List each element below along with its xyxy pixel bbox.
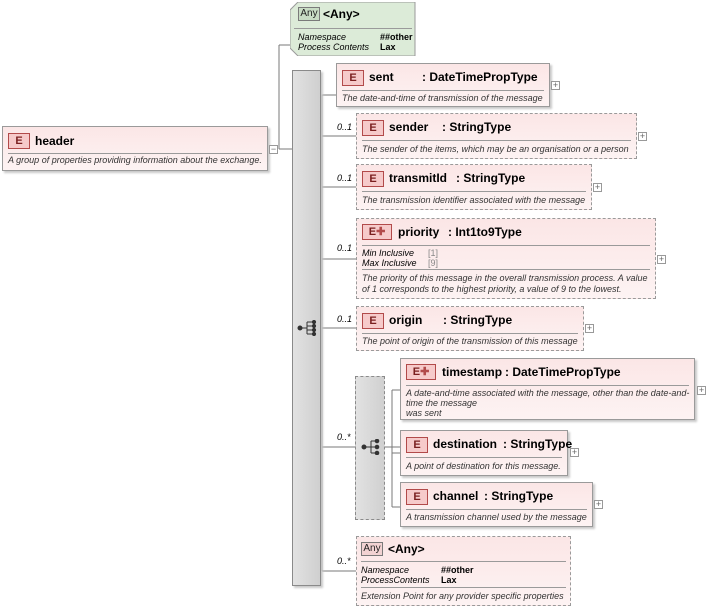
any-badge: Any bbox=[361, 542, 383, 556]
element-name: channel bbox=[433, 489, 479, 503]
cardinality: 0..1 bbox=[337, 122, 353, 132]
element-name: header bbox=[35, 134, 75, 148]
divider bbox=[294, 28, 412, 29]
expand-toggle[interactable]: + bbox=[570, 447, 579, 457]
element-type: : StringType bbox=[442, 120, 512, 134]
sequence-icon bbox=[297, 320, 317, 336]
priority-element[interactable]: E✚ priority : Int1to9Type Min Inclusive … bbox=[356, 218, 656, 299]
expand-toggle[interactable]: + bbox=[638, 131, 647, 141]
element-description: A transmission channel used by the messa… bbox=[406, 512, 587, 522]
element-description: The point of origin of the transmission … bbox=[362, 336, 578, 346]
namespace-value: ##other bbox=[441, 565, 474, 575]
expand-toggle[interactable]: + bbox=[697, 385, 706, 395]
element-type: : Int1to9Type bbox=[448, 225, 522, 239]
expand-toggle[interactable]: + bbox=[593, 182, 602, 192]
element-type: : DateTimePropType bbox=[422, 70, 538, 84]
element-name: destination bbox=[433, 437, 498, 451]
timestamp-element[interactable]: E✚ timestamp : DateTimePropType A date-a… bbox=[400, 358, 695, 420]
element-description-line-1: A date-and-time associated with the mess… bbox=[406, 388, 690, 398]
cardinality: 0..1 bbox=[337, 173, 353, 183]
sent-element[interactable]: E sent : DateTimePropType The date-and-t… bbox=[336, 63, 550, 107]
any-wildcard-bottom[interactable]: Any <Any> Namespace ##other ProcessConte… bbox=[356, 536, 571, 606]
element-badge: E bbox=[362, 120, 384, 136]
process-value: Lax bbox=[441, 575, 457, 585]
max-value: [9] bbox=[428, 258, 439, 268]
element-badge: E bbox=[406, 437, 428, 453]
cardinality: 0..* bbox=[337, 556, 351, 566]
expand-toggle[interactable]: + bbox=[594, 499, 603, 509]
element-badge: E✚ bbox=[362, 224, 392, 240]
plus-icon: ✚ bbox=[420, 366, 430, 378]
cardinality: 0..1 bbox=[337, 314, 353, 324]
element-badge: E bbox=[362, 171, 384, 187]
element-name: sent bbox=[369, 70, 394, 84]
element-name: timestamp bbox=[442, 365, 503, 379]
process-label: Process Contents bbox=[298, 42, 370, 52]
element-description: A point of destination for this message. bbox=[406, 461, 561, 471]
element-description: The sender of the items, which may be an… bbox=[362, 144, 629, 154]
element-type: : StringType bbox=[503, 437, 573, 451]
element-badge: E bbox=[406, 489, 428, 505]
element-type: : StringType bbox=[484, 489, 554, 503]
divider bbox=[362, 269, 650, 270]
element-badge: E✚ bbox=[406, 364, 436, 380]
namespace-value: ##other bbox=[380, 32, 413, 42]
element-type: : StringType bbox=[456, 171, 526, 185]
element-type: : StringType bbox=[443, 313, 513, 327]
origin-element[interactable]: E origin : StringType The point of origi… bbox=[356, 306, 584, 351]
transmitId-element[interactable]: E transmitId : StringType The transmissi… bbox=[356, 164, 592, 210]
plus-icon: ✚ bbox=[376, 226, 386, 238]
choice-compositor[interactable] bbox=[355, 376, 385, 520]
process-label: ProcessContents bbox=[361, 575, 430, 585]
cardinality: 0..1 bbox=[337, 243, 353, 253]
element-name: transmitId bbox=[389, 171, 448, 185]
any-wildcard-top[interactable]: Any <Any> Namespace ##other Process Cont… bbox=[290, 2, 416, 56]
collapse-toggle[interactable]: − bbox=[269, 144, 278, 154]
namespace-label: Namespace bbox=[361, 565, 410, 575]
element-description-line-3: was sent bbox=[406, 408, 442, 418]
element-description-line-2: time the message bbox=[406, 398, 478, 408]
any-name: <Any> bbox=[323, 7, 360, 21]
expand-toggle[interactable]: + bbox=[585, 323, 594, 333]
expand-toggle[interactable]: + bbox=[657, 254, 666, 264]
element-type: : DateTimePropType bbox=[505, 365, 621, 379]
element-description: The transmission identifier associated w… bbox=[362, 195, 586, 205]
process-value: Lax bbox=[380, 42, 396, 52]
expand-toggle[interactable]: + bbox=[551, 80, 560, 90]
divider bbox=[361, 561, 566, 562]
element-name: sender bbox=[389, 120, 429, 134]
any-name: <Any> bbox=[388, 542, 425, 556]
choice-icon bbox=[361, 439, 380, 455]
element-description: A group of properties providing informat… bbox=[8, 155, 262, 165]
max-label: Max Inclusive bbox=[362, 258, 417, 268]
element-description-line-1: The priority of this message in the over… bbox=[362, 273, 648, 283]
any-badge: Any bbox=[298, 7, 320, 21]
cardinality: 0..* bbox=[337, 432, 351, 442]
sequence-compositor[interactable] bbox=[292, 70, 321, 586]
element-description: The date-and-time of transmission of the… bbox=[342, 93, 543, 103]
element-name: origin bbox=[389, 313, 423, 327]
divider bbox=[361, 587, 566, 588]
element-badge: E bbox=[8, 133, 30, 149]
sender-element[interactable]: E sender : StringType The sender of the … bbox=[356, 113, 637, 159]
channel-element[interactable]: E channel : StringType A transmission ch… bbox=[400, 482, 593, 527]
element-badge: E bbox=[342, 70, 364, 86]
namespace-label: Namespace bbox=[298, 32, 347, 42]
any-description: Extension Point for any provider specifi… bbox=[361, 591, 564, 601]
destination-element[interactable]: E destination : StringType A point of de… bbox=[400, 430, 572, 476]
header-element[interactable]: E header A group of properties providing… bbox=[2, 126, 268, 171]
element-description-line-2: of 1 corresponds to the highest priority… bbox=[362, 284, 622, 294]
min-value: [1] bbox=[428, 248, 439, 258]
element-badge: E bbox=[362, 313, 384, 329]
min-label: Min Inclusive bbox=[362, 248, 415, 258]
element-name: priority bbox=[398, 225, 440, 239]
any-shape bbox=[290, 2, 416, 56]
